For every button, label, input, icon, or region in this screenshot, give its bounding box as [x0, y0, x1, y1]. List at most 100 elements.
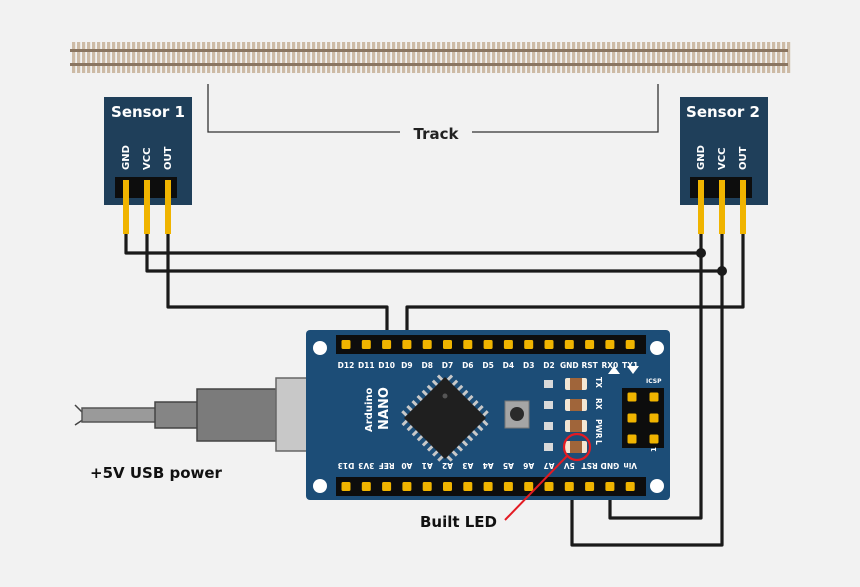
- track-sleeper: [662, 42, 666, 73]
- chip-pin: [451, 379, 459, 386]
- nano-top-pin: [422, 340, 432, 349]
- sensor-1-pin-label-out: OUT: [163, 146, 174, 170]
- nano-mount-hole-br: [650, 479, 664, 493]
- track-sleeper: [447, 42, 451, 73]
- track-sleeper: [377, 42, 381, 73]
- track-sleeper: [102, 42, 106, 73]
- track-sleeper: [397, 42, 401, 73]
- chip-pin: [471, 429, 479, 437]
- nano-top-pin-label: RX0: [602, 361, 619, 370]
- nano-top-pin-label: TX1: [622, 361, 638, 370]
- track-sleeper: [287, 42, 291, 73]
- chip-pin: [406, 405, 413, 412]
- track-sleeper: [257, 42, 261, 73]
- track-sleeper: [247, 42, 251, 73]
- track-sleeper: [342, 42, 346, 73]
- nano-top-pin-label: D2: [543, 361, 554, 370]
- track-sleeper: [92, 42, 96, 73]
- track-sleepers: [72, 42, 791, 73]
- track-sleeper: [477, 42, 481, 73]
- track-label: Track: [414, 125, 460, 143]
- track-sleeper: [712, 42, 716, 73]
- track-sleeper: [432, 42, 436, 73]
- nano-bottom-pin: [564, 482, 574, 491]
- track-sleeper: [87, 42, 91, 73]
- nano-bottom-pin-label: A2: [442, 461, 453, 470]
- track-sleeper: [347, 42, 351, 73]
- track-sleeper: [637, 42, 641, 73]
- sensor-2-pin-label-out: OUT: [738, 146, 749, 170]
- wire-vcc-bus: [145, 234, 722, 273]
- track-sleeper: [632, 42, 636, 73]
- track-sleeper: [507, 42, 511, 73]
- track-sleeper: [162, 42, 166, 73]
- track-sleeper: [217, 42, 221, 73]
- chip-pin: [401, 410, 408, 417]
- track-sleeper: [527, 42, 531, 73]
- track-sleeper: [107, 42, 111, 73]
- track-sleeper: [392, 42, 396, 73]
- track-sleeper: [282, 42, 286, 73]
- chip-pin: [432, 450, 439, 457]
- track-rail-top: [70, 49, 788, 52]
- chip-pins: [401, 374, 489, 462]
- usb-cable-strain-relief: [154, 401, 200, 429]
- sensor-2-title: Sensor 2: [686, 103, 760, 121]
- track-sleeper: [722, 42, 726, 73]
- track-sleeper: [422, 42, 426, 73]
- chip-pin: [467, 394, 474, 402]
- track-sleeper: [262, 42, 266, 73]
- track-sleeper: [562, 42, 566, 73]
- track-sleeper: [147, 42, 151, 73]
- icsp-pin-1-marker: 1: [650, 447, 658, 452]
- nano-bottom-pin-label: 5V: [564, 461, 575, 470]
- nano-top-pin-label: D12: [338, 361, 355, 370]
- nano-top-pin-label: D6: [462, 361, 473, 370]
- led-label: PWR: [594, 419, 603, 439]
- nano-top-pin-label: RST: [581, 361, 598, 370]
- led-indicator: [544, 401, 553, 409]
- led-resistor-band: [570, 420, 582, 432]
- track-sleeper: [532, 42, 536, 73]
- led-label: TX: [594, 377, 603, 388]
- track-bracket: [207, 84, 659, 133]
- nano-bottom-pin-label: A0: [401, 461, 412, 470]
- track-sleeper: [517, 42, 521, 73]
- nano-bottom-pin: [361, 482, 371, 491]
- track-sleeper: [382, 42, 386, 73]
- track-sleeper: [337, 42, 341, 73]
- track-sleeper: [152, 42, 156, 73]
- chip-pin: [477, 424, 484, 432]
- track-sleeper: [222, 42, 226, 73]
- track-sleeper: [647, 42, 651, 73]
- wire-vcc-to-5v: [570, 234, 724, 547]
- rx-arrow-icon: [608, 366, 620, 374]
- nano-model-label: NANO: [377, 387, 392, 430]
- track-sleeper: [582, 42, 586, 73]
- built-led-callout-line: [504, 455, 568, 521]
- nano-bottom-pin-label: A4: [483, 461, 494, 470]
- track-sleeper: [727, 42, 731, 73]
- track-sleeper: [77, 42, 81, 73]
- track-sleeper: [492, 42, 496, 73]
- nano-top-pin: [463, 340, 473, 349]
- nano-top-pin: [564, 340, 574, 349]
- track-sleeper: [522, 42, 526, 73]
- track-sleeper: [402, 42, 406, 73]
- track-sleeper: [547, 42, 551, 73]
- icsp-pin: [627, 413, 637, 423]
- track-sleeper: [82, 42, 86, 73]
- track-sleeper: [277, 42, 281, 73]
- chip-pin: [461, 440, 469, 447]
- nano-bottom-pin-label: RST: [581, 461, 598, 470]
- nano-bottom-pin: [544, 482, 554, 491]
- nano-top-pin: [341, 340, 351, 349]
- track-sleeper: [592, 42, 596, 73]
- track-sleeper: [427, 42, 431, 73]
- wire-gnd-to-nano: [608, 234, 703, 520]
- nano-bottom-pin: [524, 482, 534, 491]
- track-sleeper: [597, 42, 601, 73]
- track-sleeper: [407, 42, 411, 73]
- nano-bottom-pin-label: A6: [523, 461, 534, 470]
- wire-sensor-1-out-to-d10: [166, 234, 389, 343]
